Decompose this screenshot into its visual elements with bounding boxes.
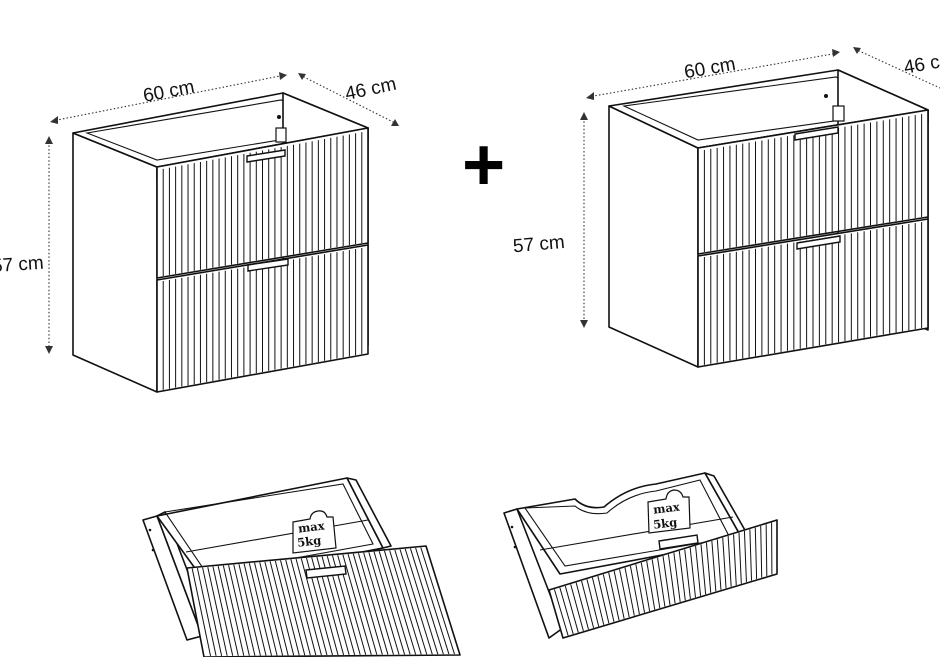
left-lower-drawer-handle	[247, 258, 289, 272]
right-drawer-weight-line2: 5kg	[652, 515, 678, 532]
right-drawer-weight-line1: max	[652, 500, 680, 517]
right-cabinet-upper-drawer-front	[697, 109, 929, 255]
left-width-label: 60 cm	[141, 76, 196, 106]
left-cabinet	[72, 92, 369, 393]
right-drawer-handle	[658, 534, 699, 550]
right-cabinet-drain-cutout	[832, 105, 845, 122]
right-cabinet-side-panel	[608, 105, 699, 368]
right-drawer-weight-badge: max 5kg	[647, 489, 691, 534]
left-drawer-weight-line2: 5kg	[296, 533, 322, 550]
left-drawer-weight-badge: max 5kg	[292, 510, 337, 554]
left-depth-label: 46 cm	[343, 74, 398, 105]
right-width-label: 60 cm	[683, 54, 738, 84]
right-upper-drawer-handle	[794, 126, 839, 141]
right-drawer-front	[548, 519, 778, 639]
left-cabinet-side-panel	[72, 132, 158, 393]
left-drawer: max 5kg	[142, 477, 461, 657]
right-cabinet-lower-drawer-front	[697, 218, 929, 368]
right-cabinet	[608, 69, 929, 368]
left-drawer-weight-line1: max	[297, 518, 325, 535]
left-cabinet-drain-cutout	[275, 127, 287, 143]
left-drawer-handle	[305, 565, 347, 579]
plus-sign: +	[462, 123, 505, 206]
left-cabinet-lower-drawer-front	[156, 244, 369, 393]
left-dimension-lines	[45, 72, 399, 354]
left-upper-drawer-handle	[246, 149, 286, 163]
left-height-label: 57 cm	[0, 253, 44, 278]
right-dimension-lines	[580, 47, 940, 328]
left-drawer-front	[186, 545, 461, 657]
right-lower-drawer-handle	[796, 235, 841, 250]
right-depth-label: 46 cm	[902, 49, 940, 79]
left-cabinet-upper-drawer-front	[156, 127, 369, 279]
right-height-label: 57 cm	[512, 232, 565, 257]
right-drawer: max 5kg	[503, 472, 778, 639]
